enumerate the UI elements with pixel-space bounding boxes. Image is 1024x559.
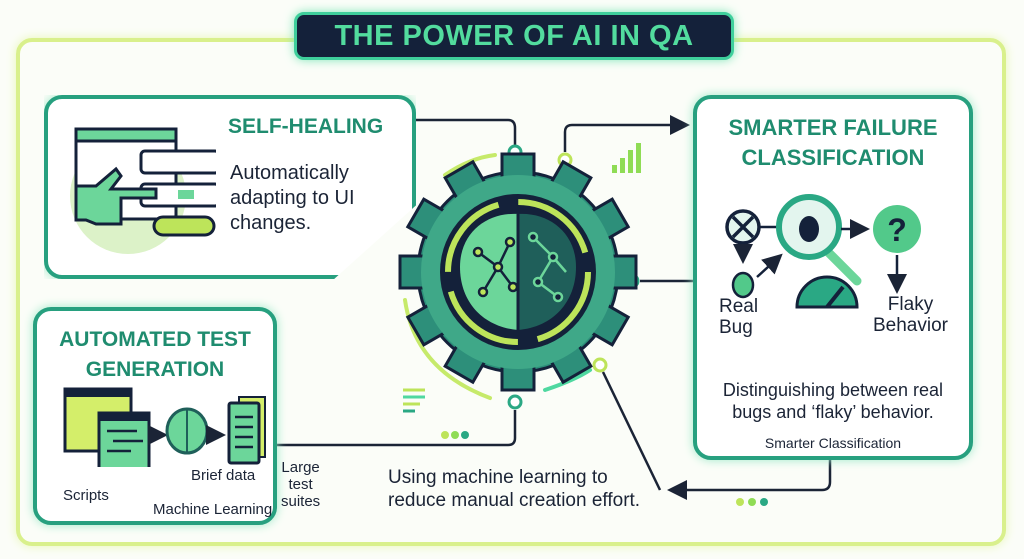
- dots-icon: [441, 431, 469, 439]
- scripts-label: Scripts: [63, 487, 109, 504]
- label-line: Flaky: [887, 294, 934, 315]
- label-line: Real: [719, 296, 759, 317]
- code-scripts-icon: [63, 387, 151, 467]
- brief-data-label: Brief data: [191, 467, 256, 484]
- self-healing-description: Automatically adapting to UI changes.: [230, 161, 355, 236]
- label-line: Bug: [719, 317, 753, 338]
- label-line: Behavior: [873, 315, 948, 336]
- description-line: changes.: [230, 212, 312, 234]
- heading-line: AUTOMATED TEST: [59, 328, 251, 351]
- bar-chart-icon: [612, 143, 641, 173]
- self-healing-card: SELF-HEALING Automatically adapting to U…: [44, 95, 416, 279]
- real-bug-label: Real Bug: [719, 296, 758, 338]
- test-generation-card: AUTOMATED TEST GENERATION Scripts Brief …: [33, 307, 320, 525]
- ui-hand-pointer-icon: [70, 127, 216, 254]
- label-line: Large: [281, 459, 320, 476]
- heading-line: CLASSIFICATION: [741, 145, 925, 170]
- brain-icon: [460, 213, 576, 330]
- orbit-arcs-decor: [403, 153, 592, 400]
- question-bubble-icon: ?: [873, 205, 921, 253]
- flaky-behavior-label: Flaky Behavior: [873, 294, 948, 336]
- self-healing-heading: SELF-HEALING: [228, 115, 384, 138]
- test-generation-description: Using machine learning to reduce manual …: [388, 466, 640, 512]
- description-line: Distinguishing between real: [722, 380, 944, 400]
- failure-classification-heading: SMARTER FAILURE CLASSIFICATION: [697, 113, 969, 173]
- svg-text:?: ?: [887, 212, 907, 248]
- heading-line: SMARTER FAILURE: [728, 115, 938, 140]
- brain-icon: [165, 407, 209, 455]
- x-circle-icon: [725, 209, 761, 245]
- failure-classification-card: SMARTER FAILURE CLASSIFICATION ? Real Bu…: [693, 95, 973, 460]
- failure-classification-caption: Smarter Classification: [764, 435, 902, 451]
- gear-icon: [398, 152, 638, 392]
- dots-icon-right: [736, 498, 768, 506]
- connector-lines: [277, 115, 832, 500]
- large-suites-label: Large test suites: [281, 459, 320, 510]
- gauge-icon: [795, 275, 859, 309]
- test-generation-heading: AUTOMATED TEST GENERATION: [37, 325, 273, 385]
- classification-flow-icons: ?: [717, 194, 921, 309]
- heading-line: GENERATION: [85, 358, 225, 381]
- machine-learning-label: Machine Learning: [153, 501, 273, 518]
- document-stack-icon: [227, 396, 266, 465]
- description-line: adapting to UI: [230, 187, 355, 209]
- description-line: bugs and ‘flaky’ behavior.: [732, 402, 934, 422]
- page-title: THE POWER OF AI IN QA: [294, 12, 734, 60]
- list-icon: [403, 388, 425, 413]
- description-line: Using machine learning to: [388, 467, 608, 488]
- description-line: reduce manual creation effort.: [388, 490, 641, 511]
- failure-classification-description: Distinguishing between real bugs and ‘fl…: [697, 379, 969, 423]
- bug-icon: [731, 271, 755, 299]
- magnifier-bug-icon: [776, 194, 862, 286]
- description-line: Automatically: [230, 162, 349, 184]
- generation-flow-icons: [63, 387, 266, 467]
- label-line: test suites: [281, 476, 321, 510]
